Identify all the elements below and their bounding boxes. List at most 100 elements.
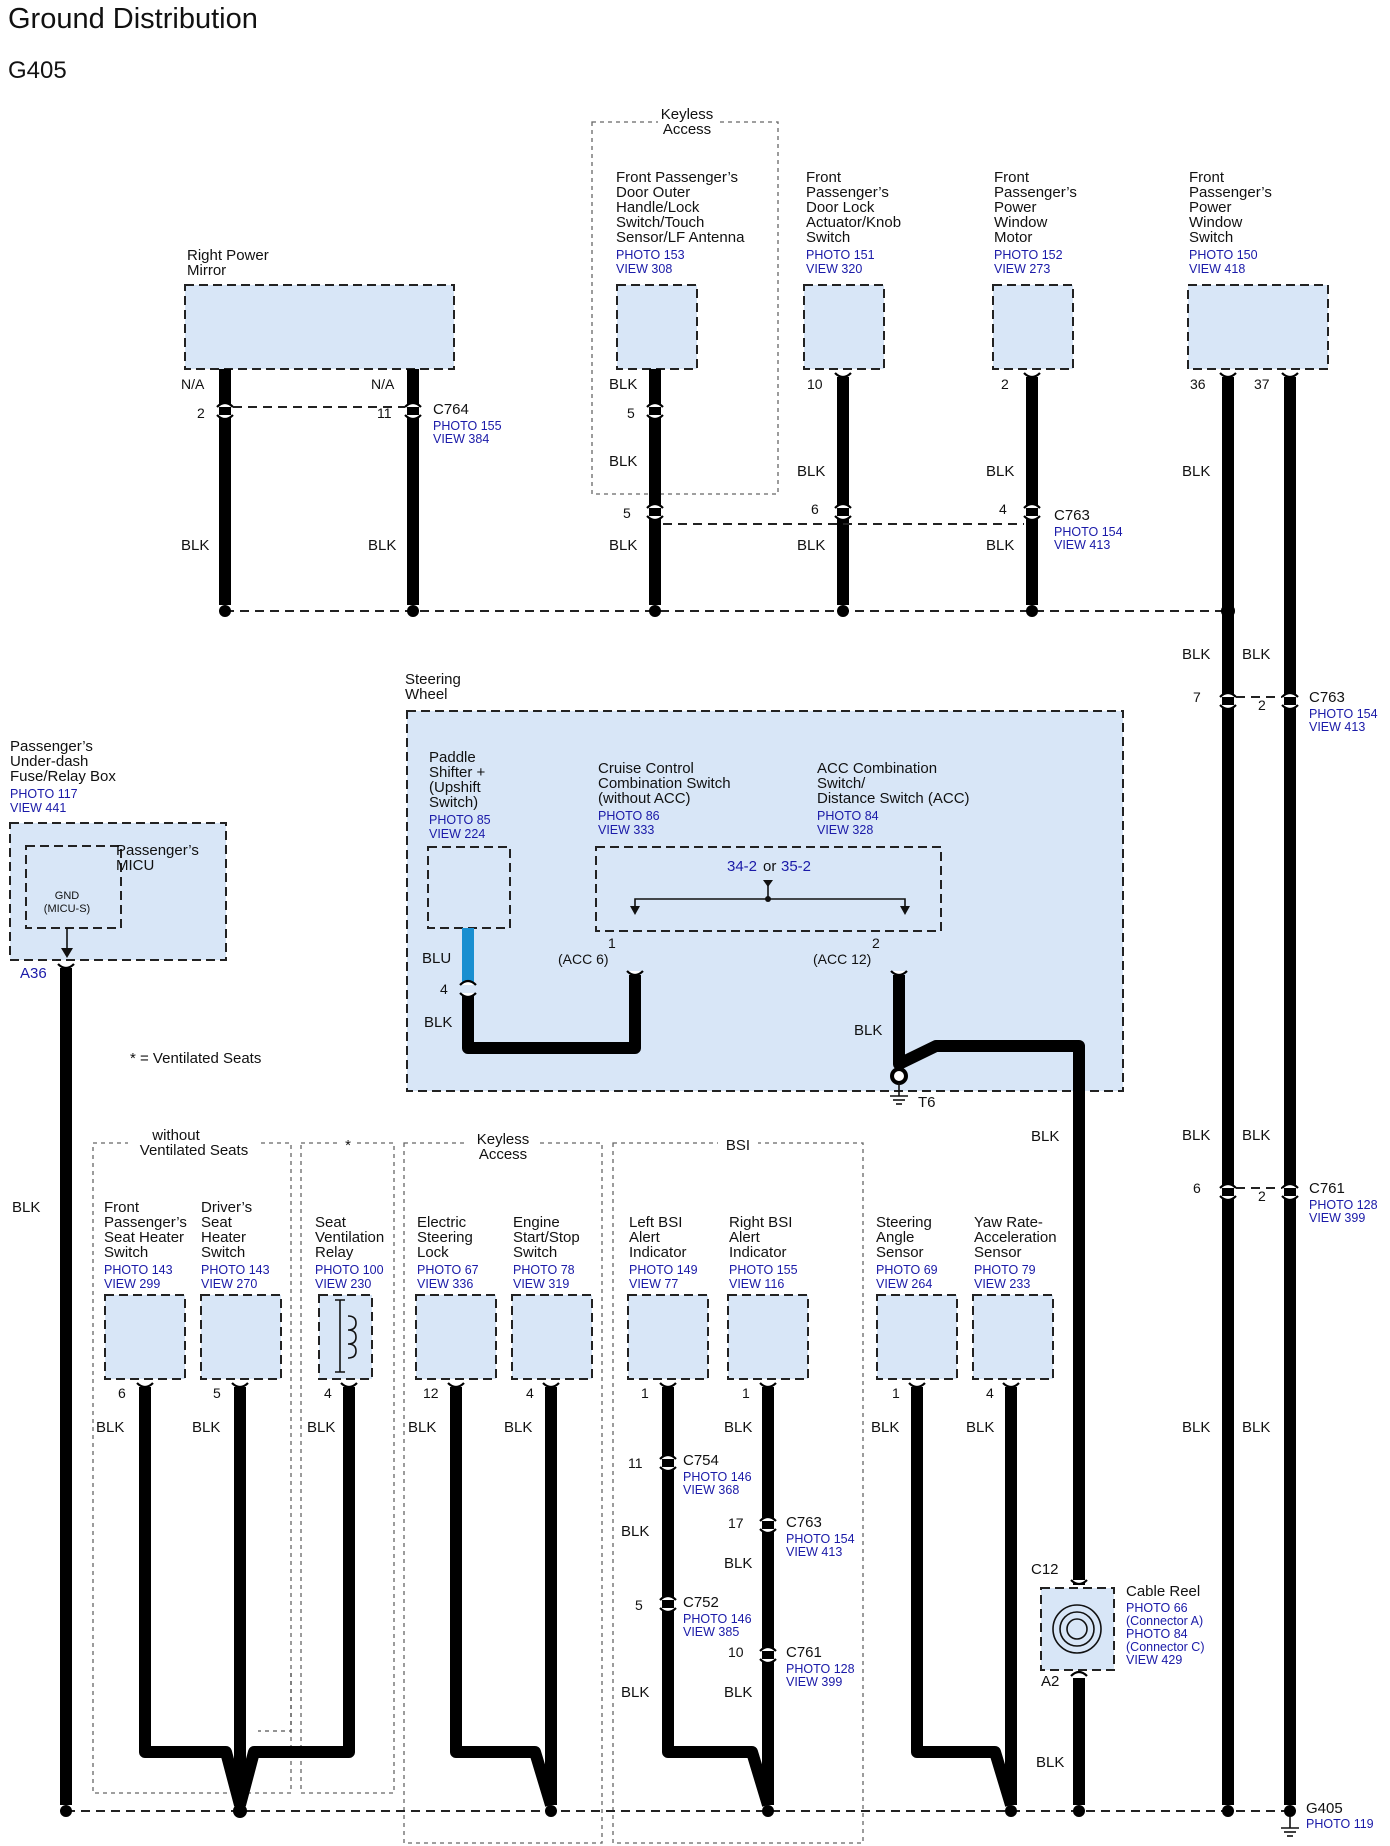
svg-text:VIEW 385: VIEW 385: [683, 1625, 739, 1639]
c763-right-label: C763 PHOTO 154 VIEW 413: [1309, 689, 1378, 734]
svg-text:Sensor/LF Antenna: Sensor/LF Antenna: [616, 229, 745, 246]
svg-text:BLK: BLK: [1182, 1419, 1210, 1436]
svg-text:17: 17: [728, 1515, 744, 1531]
svg-text:5: 5: [627, 405, 635, 421]
svg-text:BLK: BLK: [621, 1523, 649, 1540]
svg-text:BLK: BLK: [797, 537, 825, 554]
svg-text:11: 11: [628, 1455, 643, 1471]
svg-text:4: 4: [986, 1385, 994, 1401]
svg-text:(Connector C): (Connector C): [1126, 1640, 1205, 1654]
svg-text:Cable Reel: Cable Reel: [1126, 1583, 1200, 1600]
fp-door-outer-handle-box: [616, 284, 698, 370]
svg-text:Ventilation: Ventilation: [315, 1229, 384, 1246]
svg-text:VIEW 77: VIEW 77: [629, 1277, 678, 1291]
acc-conn-b: 35-2: [781, 858, 811, 875]
g405-label: G405: [1306, 1800, 1343, 1817]
keyless-bottom-label-2: Access: [479, 1146, 527, 1163]
svg-text:VIEW 413: VIEW 413: [1309, 720, 1365, 734]
svg-text:36: 36: [1190, 376, 1206, 392]
yaw-rate-sensor-box: [972, 1294, 1054, 1380]
svg-text:37: 37: [1254, 376, 1270, 392]
paddle-shifter-label: Paddle Shifter + (Upshift Switch) PHOTO …: [429, 749, 491, 841]
without-vent-label-2: Ventilated Seats: [140, 1142, 248, 1159]
svg-text:7: 7: [1193, 689, 1201, 705]
a2-label: A2: [1041, 1673, 1059, 1690]
svg-text:2: 2: [1258, 697, 1266, 713]
c764-label: C764 PHOTO 155 VIEW 384: [433, 401, 502, 446]
svg-text:Lock: Lock: [417, 1244, 449, 1261]
svg-text:PHOTO 154: PHOTO 154: [1309, 707, 1378, 721]
svg-text:Acceleration: Acceleration: [974, 1229, 1057, 1246]
svg-text:VIEW 273: VIEW 273: [994, 262, 1050, 276]
svg-text:BLK: BLK: [368, 537, 396, 554]
svg-text:PHOTO 150: PHOTO 150: [1189, 248, 1258, 262]
electric-steering-lock-box: [415, 1294, 497, 1380]
svg-text:BLK: BLK: [192, 1419, 220, 1436]
svg-text:PHOTO 86: PHOTO 86: [598, 809, 660, 823]
acc-combination-label: ACC Combination Switch/ Distance Switch …: [817, 760, 970, 837]
svg-text:C761: C761: [1309, 1180, 1345, 1197]
svg-text:Passenger’s: Passenger’s: [104, 1214, 187, 1231]
svg-text:VIEW 399: VIEW 399: [1309, 1211, 1365, 1225]
svg-text:Indicator: Indicator: [629, 1244, 687, 1261]
svg-text:Distance Switch (ACC): Distance Switch (ACC): [817, 790, 970, 807]
svg-text:BLK: BLK: [871, 1419, 899, 1436]
svg-text:BLK: BLK: [96, 1419, 124, 1436]
ventilated-star: *: [345, 1137, 351, 1154]
svg-text:6: 6: [811, 501, 819, 517]
svg-text:6: 6: [1193, 1180, 1201, 1196]
svg-text:1: 1: [742, 1385, 750, 1401]
svg-text:PHOTO 67: PHOTO 67: [417, 1263, 479, 1277]
keyless-bottom-label-1: Keyless: [477, 1131, 530, 1148]
svg-text:BLK: BLK: [1242, 1419, 1270, 1436]
svg-text:PHOTO 143: PHOTO 143: [104, 1263, 173, 1277]
svg-text:Indicator: Indicator: [729, 1244, 787, 1261]
svg-text:Paddle: Paddle: [429, 749, 476, 766]
svg-text:Power: Power: [994, 199, 1037, 216]
cable-reel-label: Cable Reel PHOTO 66 (Connector A) PHOTO …: [1126, 1583, 1205, 1667]
svg-text:Shifter +: Shifter +: [429, 764, 486, 781]
svg-text:PHOTO 69: PHOTO 69: [876, 1263, 938, 1277]
svg-text:PHOTO 85: PHOTO 85: [429, 813, 491, 827]
c752-label: C752 PHOTO 146 VIEW 385: [683, 1594, 752, 1639]
svg-text:(Connector A): (Connector A): [1126, 1614, 1203, 1628]
svg-text:Heater: Heater: [201, 1229, 246, 1246]
svg-text:BLK: BLK: [724, 1555, 752, 1572]
svg-text:C752: C752: [683, 1594, 719, 1611]
svg-text:Left BSI: Left BSI: [629, 1214, 682, 1231]
svg-text:PHOTO 155: PHOTO 155: [433, 419, 502, 433]
svg-text:PHOTO 146: PHOTO 146: [683, 1470, 752, 1484]
c761-right-label: C761 PHOTO 128 VIEW 399: [1309, 1180, 1378, 1225]
svg-text:10: 10: [807, 376, 823, 392]
svg-text:N/A: N/A: [371, 376, 395, 392]
c763-bsi-label: C763 PHOTO 154 VIEW 413: [786, 1514, 855, 1559]
svg-text:BLK: BLK: [408, 1419, 436, 1436]
svg-text:5: 5: [213, 1385, 221, 1401]
svg-text:BLK: BLK: [797, 463, 825, 480]
wire-color-labels: BLK BLK BLK BLK BLK BLK BLK BLK BLK BLK …: [12, 376, 1270, 1771]
svg-text:PHOTO 154: PHOTO 154: [1054, 525, 1123, 539]
yaw-rate-label: Yaw Rate- Acceleration Sensor PHOTO 79 V…: [974, 1214, 1057, 1291]
svg-text:BLK: BLK: [986, 463, 1014, 480]
svg-text:4: 4: [999, 501, 1007, 517]
fp-window-switch-label: Front Passenger’s Power Window Switch PH…: [1189, 169, 1272, 276]
svg-text:2: 2: [1258, 1188, 1266, 1204]
svg-text:BLK: BLK: [1031, 1128, 1059, 1145]
steering-wheel-label-2: Wheel: [405, 686, 448, 703]
svg-text:PHOTO 154: PHOTO 154: [786, 1532, 855, 1546]
micu-label-1: Passenger’s: [116, 842, 199, 859]
svg-text:2: 2: [872, 935, 880, 951]
svg-text:BLK: BLK: [609, 376, 637, 393]
svg-text:Seat: Seat: [315, 1214, 347, 1231]
svg-text:4: 4: [526, 1385, 534, 1401]
left-bsi-indicator-box: [627, 1294, 709, 1380]
right-bsi-label: Right BSI Alert Indicator PHOTO 155 VIEW…: [729, 1214, 798, 1291]
svg-text:(ACC 6): (ACC 6): [558, 951, 609, 967]
svg-text:BLK: BLK: [307, 1419, 335, 1436]
svg-text:Alert: Alert: [629, 1229, 661, 1246]
svg-text:VIEW 418: VIEW 418: [1189, 262, 1245, 276]
fp-power-window-motor-box: [992, 284, 1074, 370]
svg-text:VIEW 299: VIEW 299: [104, 1277, 160, 1291]
svg-text:PHOTO 151: PHOTO 151: [806, 248, 875, 262]
svg-text:Window: Window: [1189, 214, 1243, 231]
